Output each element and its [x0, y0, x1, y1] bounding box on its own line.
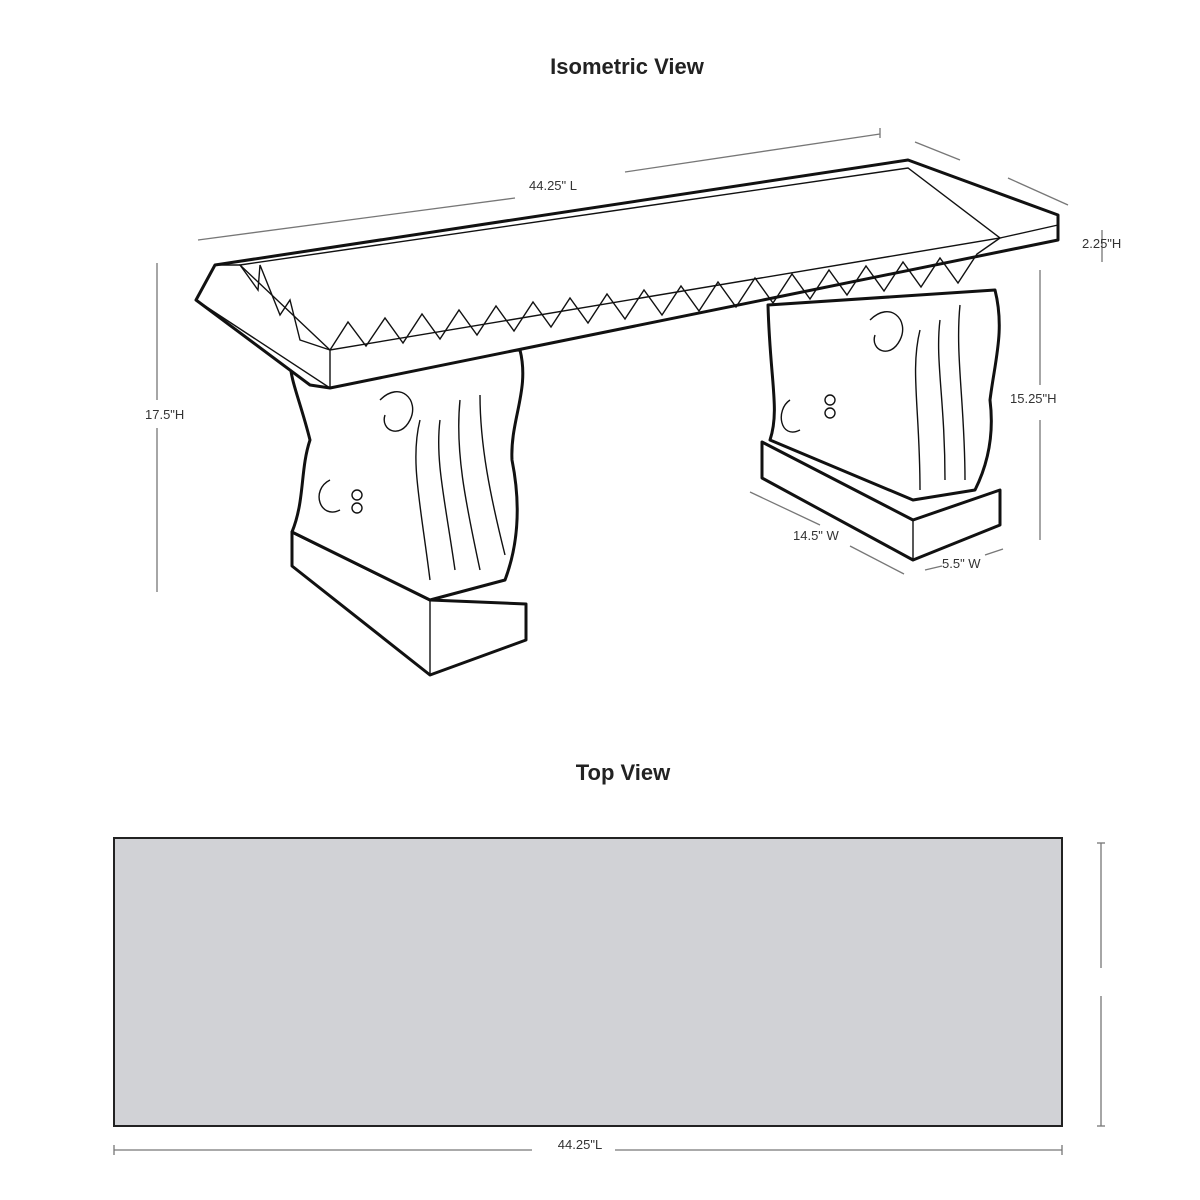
right-pedestal	[760, 288, 1002, 562]
pedestal-height-dimension: 15.25"H	[1010, 270, 1057, 540]
top-thickness-label: 2.25"H	[1082, 236, 1121, 251]
top-view-seat	[113, 837, 1063, 1127]
left-pedestal	[288, 348, 528, 677]
pedestal-width-dimension: 14.5" W	[749, 491, 905, 575]
top-view-title: Top View	[576, 760, 671, 785]
pedestal-depth-dimension: 5.5" W	[924, 548, 1004, 571]
pedestal-height-label: 15.25"H	[1010, 391, 1057, 406]
top-view-length-label: 44.25"L	[558, 1137, 602, 1152]
length-label: 44.25" L	[529, 178, 577, 193]
bench-seat-top	[194, 158, 1060, 390]
overall-height-dimension: 17.5"H	[145, 263, 184, 592]
length-dimension: 44.25" L	[197, 128, 881, 241]
top-view-length-dimension: 44.25"L	[113, 1137, 1063, 1155]
pedestal-width-label: 14.5" W	[793, 528, 840, 543]
top-thickness-dimension: 2.25"H	[1082, 230, 1121, 262]
overall-height-label: 17.5"H	[145, 407, 184, 422]
isometric-view-title: Isometric View	[550, 54, 705, 79]
depth-dimension-top	[914, 141, 1069, 206]
pedestal-depth-label: 5.5" W	[942, 556, 981, 571]
top-view-width-dimension	[1097, 842, 1105, 1127]
